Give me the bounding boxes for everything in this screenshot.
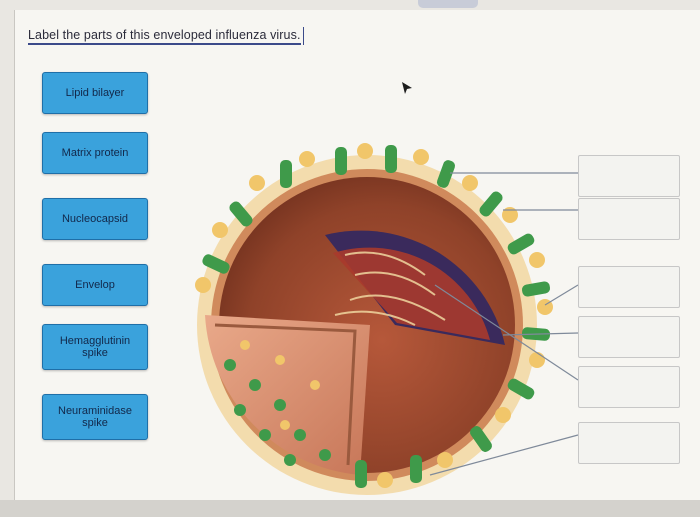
bottom-edge — [0, 500, 700, 517]
influenza-virus-diagram — [195, 143, 579, 495]
label-text: Nucleocapsid — [61, 213, 129, 225]
cursor-arrow-icon — [402, 82, 412, 94]
status-badge — [418, 0, 478, 8]
drop-target-2[interactable] — [578, 198, 680, 240]
question-text: Label the parts of this enveloped influe… — [28, 27, 304, 45]
label-lipid-bilayer[interactable]: Lipid bilayer — [42, 72, 148, 114]
label-text: Envelop — [75, 279, 115, 291]
label-nucleocapsid[interactable]: Nucleocapsid — [42, 198, 148, 240]
label-text: Lipid bilayer — [65, 87, 125, 99]
drop-target-4[interactable] — [578, 316, 680, 358]
label-matrix-protein[interactable]: Matrix protein — [42, 132, 148, 174]
label-text: Neuraminidase spike — [58, 405, 132, 429]
label-envelop[interactable]: Envelop — [42, 264, 148, 306]
drop-target-6[interactable] — [578, 422, 680, 464]
drop-target-1[interactable] — [578, 155, 680, 197]
label-neuraminidase-spike[interactable]: Neuraminidase spike — [42, 394, 148, 440]
label-text: Hemagglutinin spike — [59, 335, 131, 359]
drop-target-5[interactable] — [578, 366, 680, 408]
label-text: Matrix protein — [61, 147, 129, 159]
label-hemagglutinin-spike[interactable]: Hemagglutinin spike — [42, 324, 148, 370]
drop-target-3[interactable] — [578, 266, 680, 308]
